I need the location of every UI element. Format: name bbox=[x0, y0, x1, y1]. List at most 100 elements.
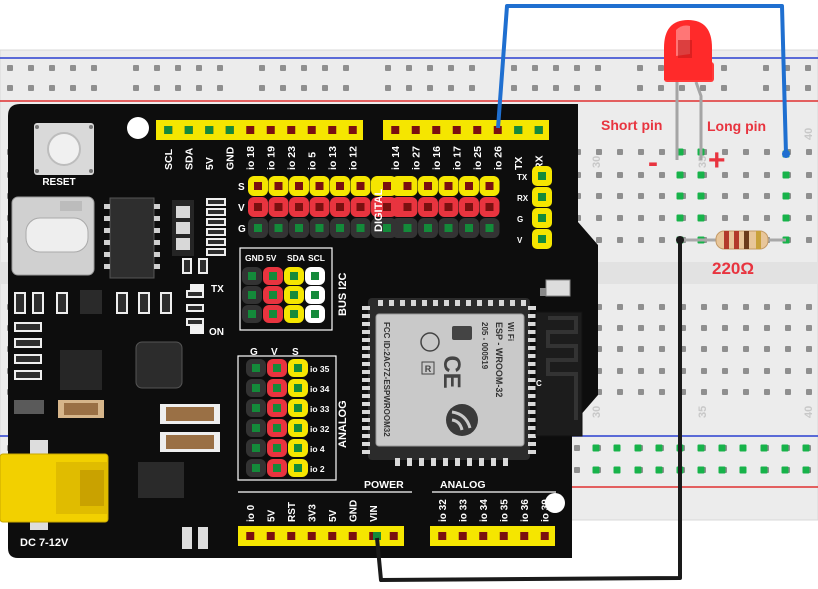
resistor-220 bbox=[680, 230, 786, 250]
blue-wire bbox=[496, 4, 788, 155]
header-hole bbox=[520, 532, 529, 540]
breadboard-hole bbox=[659, 237, 665, 243]
analog-label: ANALOG bbox=[337, 400, 349, 448]
connected-rail-hole bbox=[781, 466, 789, 474]
rail-hole bbox=[385, 65, 391, 71]
breadboard-hole bbox=[659, 346, 665, 352]
breadboard-hole bbox=[806, 237, 812, 243]
connected-rail-hole bbox=[718, 466, 726, 474]
rail-hole bbox=[805, 65, 811, 71]
regulator-chip bbox=[60, 350, 102, 390]
breadboard-hole bbox=[764, 368, 770, 374]
breadboard-hole bbox=[617, 215, 623, 221]
bottom-analog-label-1: io 33 bbox=[459, 499, 470, 522]
header-hole bbox=[348, 126, 357, 134]
breadboard-hole bbox=[722, 172, 728, 178]
module-c-mark: C bbox=[536, 379, 542, 388]
top-header-label-0: SCL bbox=[163, 148, 175, 170]
analog-side-label-0: io 35 bbox=[310, 364, 330, 374]
header-hole bbox=[348, 532, 357, 540]
bottom-power-label-1: 5V bbox=[267, 509, 278, 522]
breadboard-hole bbox=[785, 325, 791, 331]
header-hole bbox=[452, 126, 461, 134]
breadboard-hole bbox=[659, 193, 665, 199]
breadboard-hole bbox=[806, 325, 812, 331]
inductor bbox=[135, 341, 183, 389]
breadboard-hole bbox=[722, 325, 728, 331]
col-number-top-1: 30 bbox=[591, 156, 603, 168]
svg-pin-hole bbox=[295, 224, 303, 232]
breadboard-hole bbox=[638, 193, 644, 199]
header-hole bbox=[473, 126, 482, 134]
mount-hole-top bbox=[127, 117, 149, 139]
header-hole bbox=[266, 126, 275, 134]
rail-hole bbox=[448, 85, 454, 91]
header-hole bbox=[266, 532, 275, 540]
svg-pin-hole bbox=[254, 224, 262, 232]
connected-rail-hole bbox=[592, 466, 600, 474]
rail-hole bbox=[175, 85, 181, 91]
digital-header-strip bbox=[383, 120, 549, 140]
connected-hole bbox=[676, 171, 684, 179]
breadboard-hole bbox=[659, 389, 665, 395]
rail-hole bbox=[196, 85, 202, 91]
breadboard-hole bbox=[701, 346, 707, 352]
header-hole bbox=[493, 126, 502, 134]
breadboard-hole bbox=[743, 304, 749, 310]
rail-hole bbox=[217, 85, 223, 91]
svg-pin-hole bbox=[295, 182, 303, 190]
svg-pin-hole bbox=[336, 182, 344, 190]
rail-hole bbox=[343, 85, 349, 91]
analog-side-label-5: io 2 bbox=[310, 464, 325, 474]
bus-i2c-header-1: 5V bbox=[266, 253, 277, 263]
breadboard-hole bbox=[743, 346, 749, 352]
breadboard-hole bbox=[743, 149, 749, 155]
connected-hole bbox=[782, 192, 790, 200]
analog-side-label-4: io 4 bbox=[310, 444, 325, 454]
breadboard-hole bbox=[764, 389, 770, 395]
rail-hole bbox=[154, 85, 160, 91]
bus-i2c-label: BUS I2C bbox=[337, 273, 349, 316]
esp-logo-icon bbox=[446, 404, 478, 436]
svg-pin-hole bbox=[336, 224, 344, 232]
bottom-analog-label-2: io 34 bbox=[479, 499, 490, 522]
top-header-label-9: io 12 bbox=[348, 146, 360, 170]
module-line-3: FCC ID:2AC7Z-ESPWROOM32 bbox=[382, 322, 391, 437]
rail-hole bbox=[7, 85, 13, 91]
header-hole bbox=[438, 532, 447, 540]
breadboard-hole bbox=[638, 215, 644, 221]
reset-button[interactable] bbox=[47, 132, 81, 166]
svg-pin-hole bbox=[315, 203, 324, 211]
connected-rail-hole bbox=[634, 466, 642, 474]
digital-header-label-3: io 17 bbox=[452, 146, 464, 170]
breadboard-hole bbox=[764, 215, 770, 221]
svg-pin-hole bbox=[356, 203, 365, 211]
breadboard-hole bbox=[764, 325, 770, 331]
svg-pin-hole bbox=[383, 182, 391, 190]
svg-pin-hole bbox=[315, 224, 324, 232]
breadboard-hole bbox=[764, 172, 770, 178]
rail-hole bbox=[28, 85, 34, 91]
header-hole bbox=[479, 532, 488, 540]
rail-hole bbox=[658, 65, 664, 71]
rail-hole bbox=[511, 65, 517, 71]
rail-hole bbox=[343, 65, 349, 71]
breadboard-hole bbox=[701, 325, 707, 331]
breadboard-hole bbox=[785, 368, 791, 374]
rail-hole bbox=[49, 65, 55, 71]
connected-hole bbox=[697, 214, 705, 222]
breadboard-hole bbox=[617, 325, 623, 331]
rail-hole bbox=[427, 65, 433, 71]
analog-side-label-1: io 34 bbox=[310, 384, 330, 394]
digital-header-label-6: TX bbox=[513, 157, 525, 170]
svg-pin-hole bbox=[336, 203, 344, 211]
svg-pin-hole bbox=[295, 203, 303, 211]
plus-annotation: + bbox=[708, 144, 726, 177]
breadboard-hole bbox=[596, 149, 602, 155]
rail-hole bbox=[469, 85, 475, 91]
breadboard-hole bbox=[617, 389, 623, 395]
rail-hole bbox=[574, 65, 580, 71]
col-number-bottom-1: 30 bbox=[591, 406, 603, 418]
breadboard-hole bbox=[743, 193, 749, 199]
